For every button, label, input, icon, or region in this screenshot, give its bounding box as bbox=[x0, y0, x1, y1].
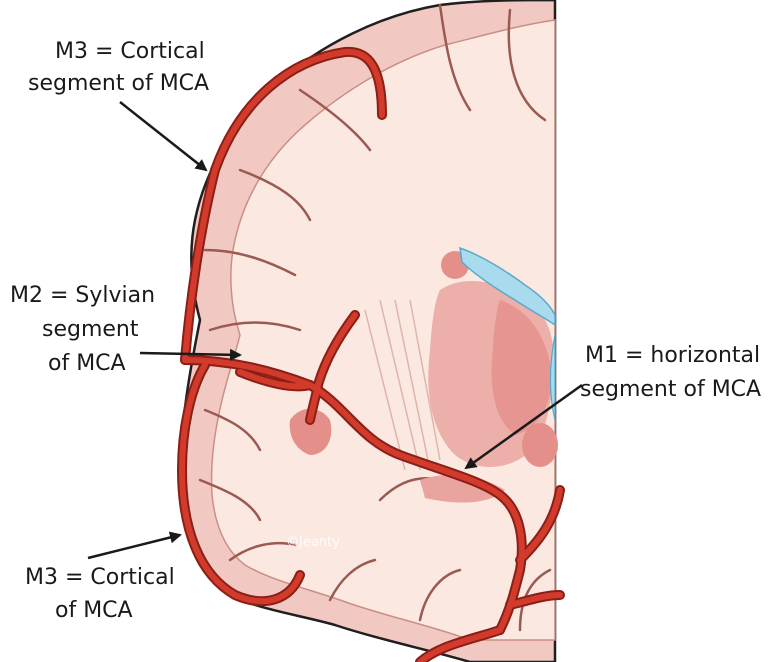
pointer-arrows bbox=[87, 101, 583, 560]
m2-sylvian-branch bbox=[237, 369, 313, 390]
label-m3-bottom-line1: M3 = Cortical bbox=[25, 565, 175, 590]
perforator-branch-1 bbox=[517, 487, 563, 563]
brain-hemisphere bbox=[179, 0, 558, 662]
label-m3-bottom-line2: of MCA bbox=[55, 598, 133, 623]
third-ventricle bbox=[549, 334, 556, 421]
label-m3-top-line2: segment of MCA bbox=[28, 71, 209, 96]
label-m1-line2: segment of MCA bbox=[580, 377, 761, 402]
m3-upper-cortical-branch bbox=[182, 48, 385, 363]
mca-arteries bbox=[177, 46, 565, 662]
label-m1-line1: M1 = horizontal bbox=[585, 343, 760, 368]
labels: M3 = Cortical segment of MCA M2 = Sylvia… bbox=[10, 39, 761, 623]
m1-horizontal-trunk bbox=[182, 357, 525, 633]
label-m2-line3: of MCA bbox=[48, 351, 126, 376]
arrow-m1 bbox=[464, 383, 583, 470]
m2-ascending-branch bbox=[307, 312, 358, 423]
label-m2-line1: M2 = Sylvian bbox=[10, 283, 155, 308]
label-m2-line2: segment bbox=[42, 317, 139, 342]
perforator-branch-2 bbox=[507, 592, 563, 608]
arrow-m3-bottom bbox=[87, 531, 182, 560]
label-m3-top-line1: M3 = Cortical bbox=[55, 39, 205, 64]
internal-capsule bbox=[364, 299, 441, 471]
m3-lower-cortical-branch bbox=[179, 362, 303, 605]
arrow-m2 bbox=[139, 348, 242, 361]
lateral-ventricle bbox=[459, 246, 556, 327]
carotid-stem bbox=[417, 627, 503, 662]
sulci bbox=[198, 3, 552, 632]
arrow-m3-top bbox=[119, 101, 208, 172]
watermark: ©Jeanty bbox=[286, 535, 340, 550]
